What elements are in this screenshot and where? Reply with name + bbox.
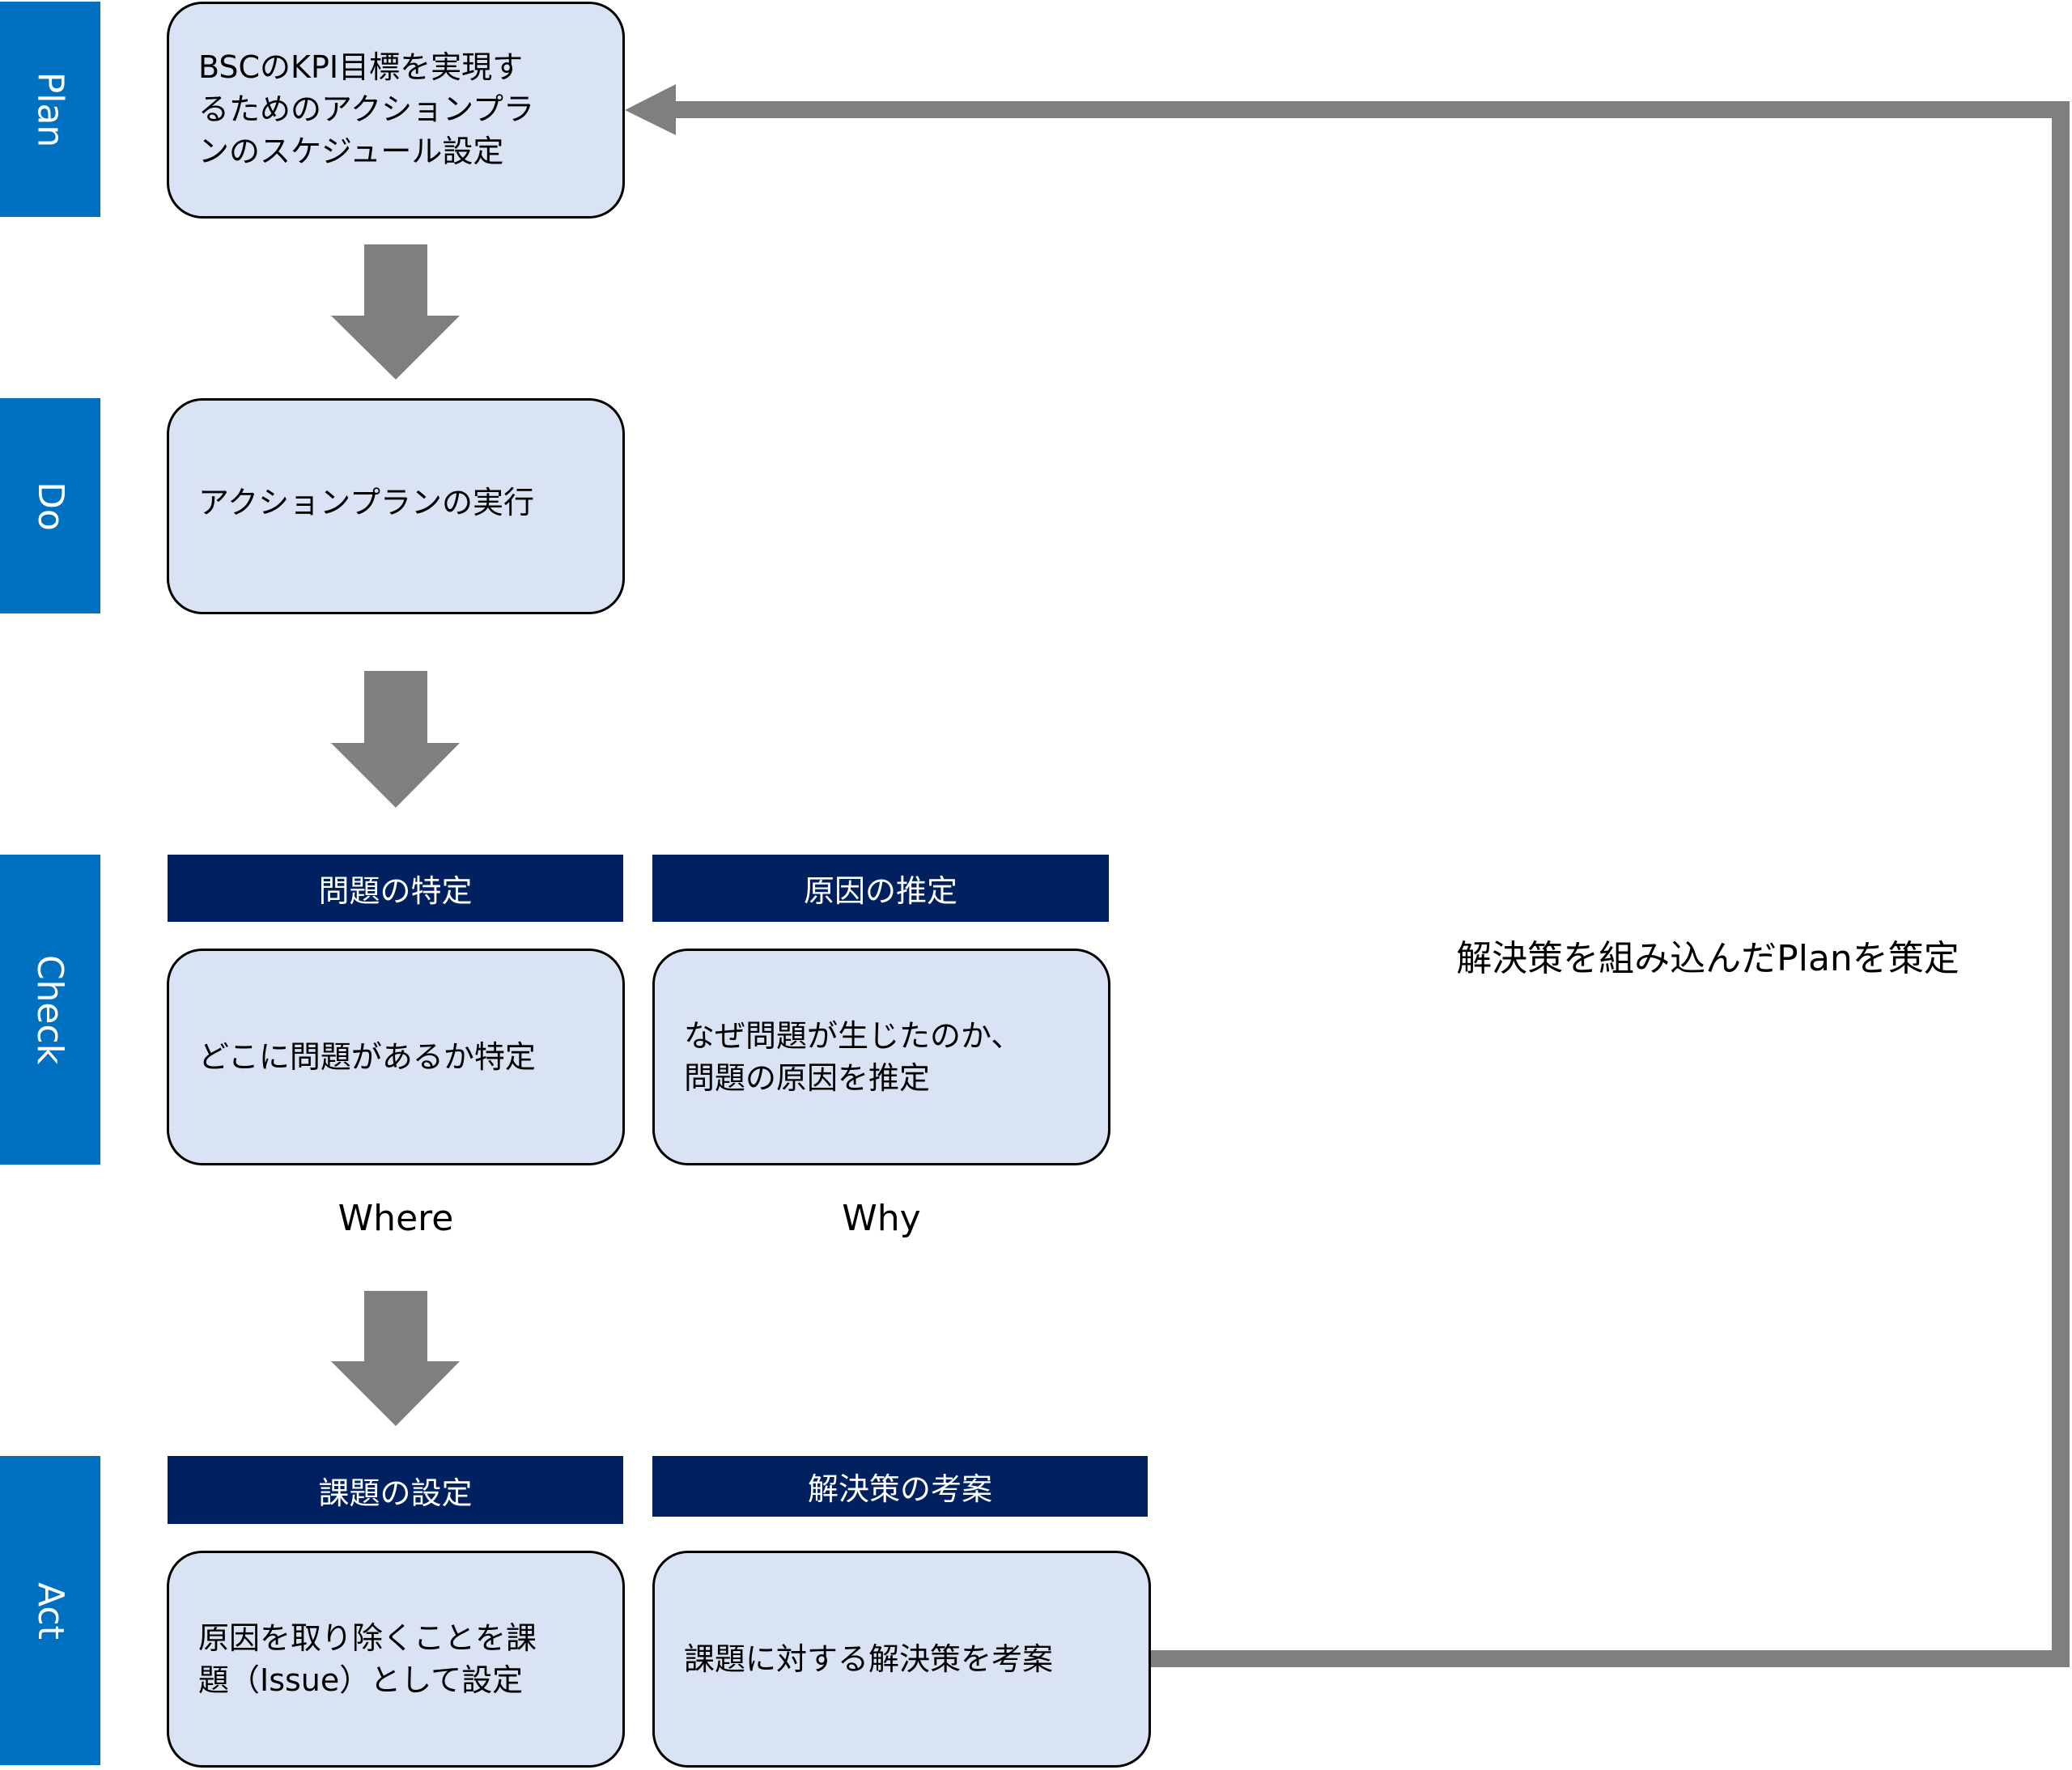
plan-box: BSCのKPI目標を実現す るためのアクションプラ ンのスケジュール設定 xyxy=(167,2,625,219)
act-header-right: 解決策の考案 xyxy=(652,1456,1148,1517)
act-box-left-text: 原因を取り除くことを課 題（Issue）として設定 xyxy=(198,1620,537,1698)
check-box-left: どこに問題があるか特定 xyxy=(167,949,625,1165)
phase-label-text: Check xyxy=(29,954,71,1065)
phase-label-text: Do xyxy=(29,481,71,531)
phase-label-text: Plan xyxy=(29,71,71,147)
act-box-right: 課題に対する解決策を考案 xyxy=(652,1551,1151,1768)
header-text: 課題の設定 xyxy=(318,1475,473,1511)
down-arrow-plan-to-do xyxy=(331,244,460,380)
check-header-right: 原因の推定 xyxy=(652,855,1109,922)
phase-label-check: Check xyxy=(0,855,100,1165)
check-box-left-text: どこに問題があるか特定 xyxy=(198,1039,536,1075)
phase-label-text: Act xyxy=(29,1581,71,1640)
header-text: 問題の特定 xyxy=(318,873,473,909)
down-arrow-do-to-check xyxy=(331,671,460,808)
act-box-right-text: 課題に対する解決策を考案 xyxy=(684,1641,1054,1677)
check-header-left: 問題の特定 xyxy=(168,855,623,922)
caption-where: Where xyxy=(338,1198,454,1239)
check-box-right-text: なぜ問題が生じたのか、 問題の原因を推定 xyxy=(684,1018,1022,1096)
act-header-left: 課題の設定 xyxy=(168,1456,623,1524)
phase-label-plan: Plan xyxy=(0,2,100,217)
header-text: 解決策の考案 xyxy=(807,1471,992,1507)
do-box-text: アクションプランの実行 xyxy=(198,485,534,520)
caption-why: Why xyxy=(842,1198,921,1239)
down-arrow-check-to-act xyxy=(331,1291,460,1426)
act-box-left: 原因を取り除くことを課 題（Issue）として設定 xyxy=(167,1551,625,1768)
phase-label-act: Act xyxy=(0,1456,100,1765)
phase-label-do: Do xyxy=(0,398,100,613)
plan-box-text: BSCのKPI目標を実現す るためのアクションプラ ンのスケジュール設定 xyxy=(198,49,534,169)
feedback-label: 解決策を組み込んだPlanを策定 xyxy=(1456,938,1959,979)
header-text: 原因の推定 xyxy=(803,873,957,909)
do-box: アクションプランの実行 xyxy=(167,398,625,614)
check-box-right: なぜ問題が生じたのか、 問題の原因を推定 xyxy=(652,949,1110,1165)
